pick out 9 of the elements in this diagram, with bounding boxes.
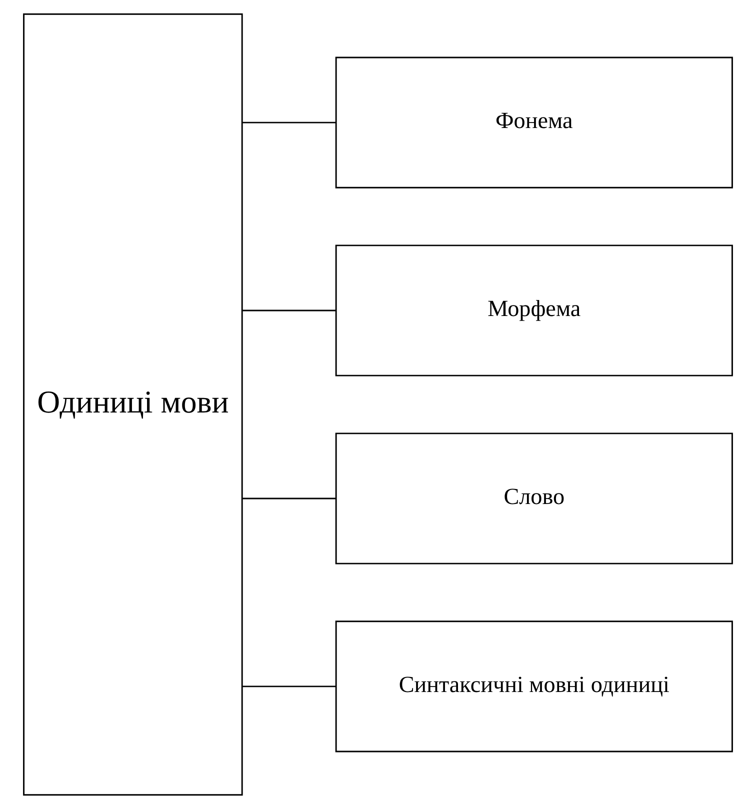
node-box: Слово [335, 432, 733, 564]
connector [242, 310, 336, 312]
node-box: Синтаксичні мовні одиниці [335, 620, 733, 752]
connector [242, 686, 336, 688]
connector [242, 498, 336, 500]
node-box: Одиниці мови [23, 13, 243, 796]
node-box: Морфема [335, 244, 733, 376]
connector [242, 122, 336, 124]
node-box: Фонема [335, 56, 733, 188]
